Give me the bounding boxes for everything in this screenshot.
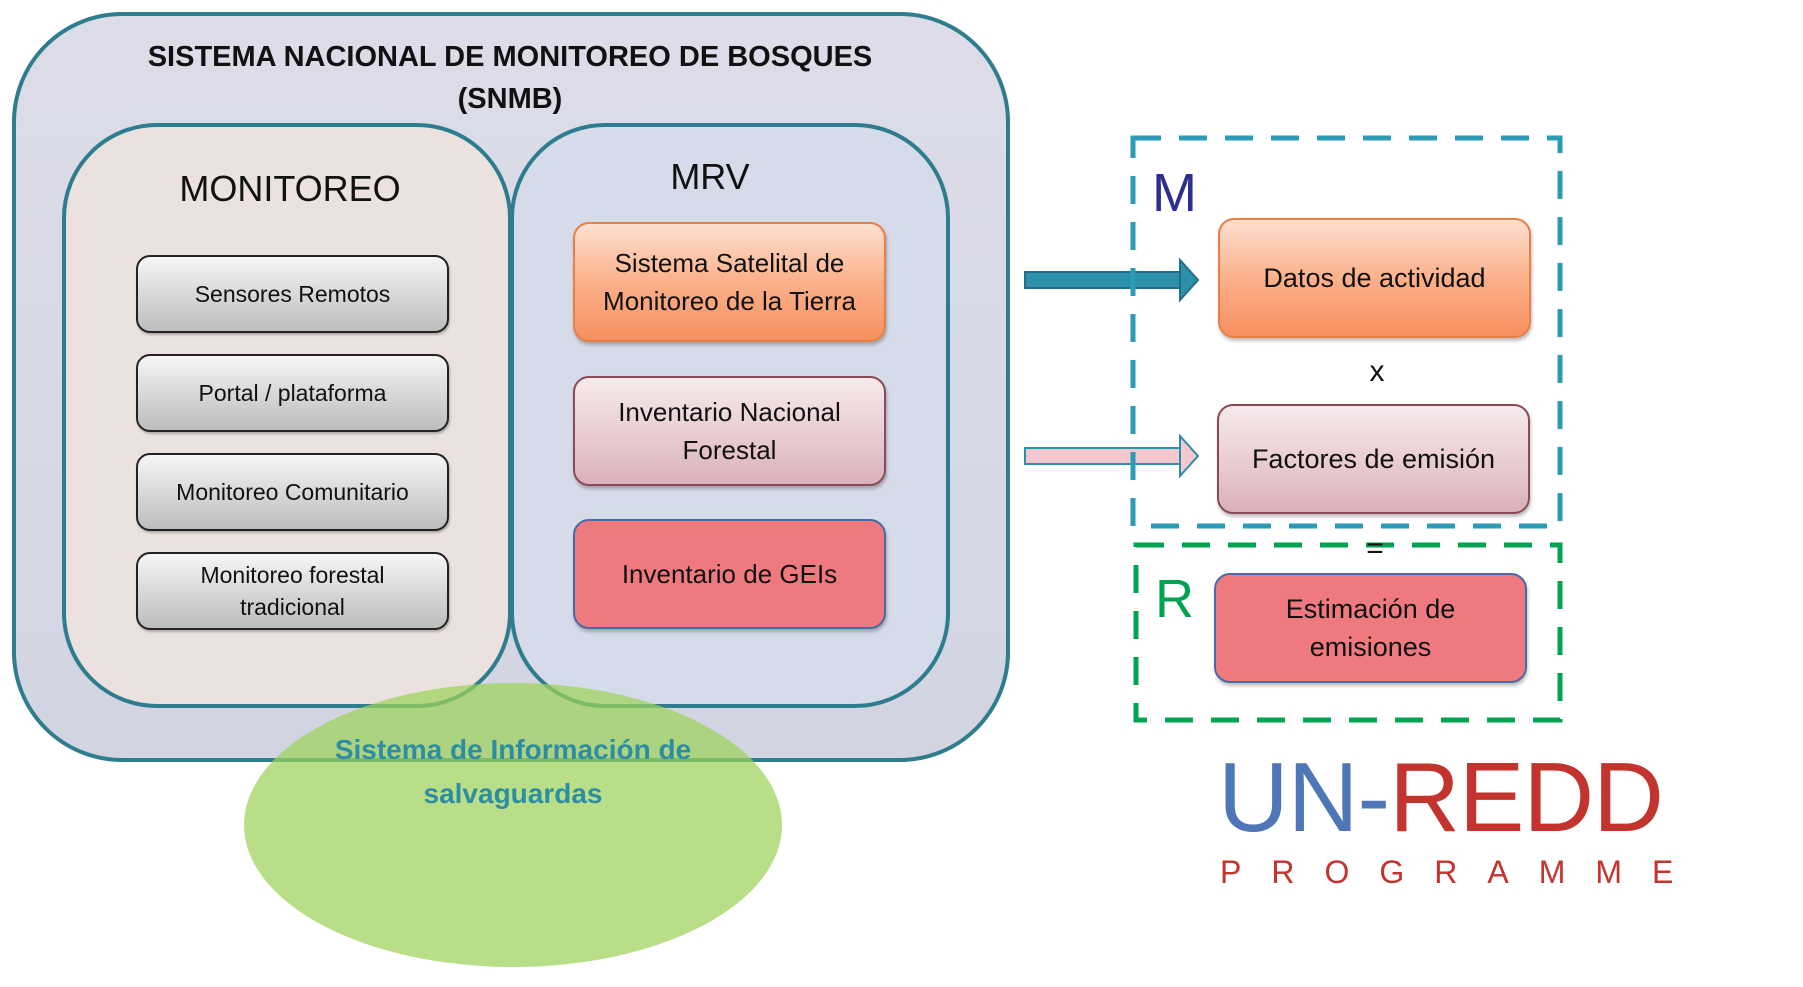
mrv-item-inventario-forestal: Inventario Nacional Forestal [573, 376, 886, 486]
mrv-title: MRV [670, 156, 750, 197]
snmb-title: SISTEMA NACIONAL DE MONITOREO DE BOSQUES… [60, 36, 960, 120]
times-operator: x [1369, 355, 1385, 388]
activity-data-box: Datos de actividad [1218, 218, 1531, 338]
emission-factors-box: Factores de emisión [1217, 404, 1530, 514]
logo-un-redd-text: UN-REDD [1218, 742, 1664, 852]
snmb-title-line1: SISTEMA NACIONAL DE MONITOREO DE BOSQUES [147, 41, 873, 73]
logo-redd: REDD [1389, 742, 1664, 852]
logo-un: UN- [1218, 742, 1390, 852]
snmb-title-line2: (SNMB) [457, 83, 563, 115]
r-letter: R [1155, 569, 1194, 629]
r-dashed-box [1133, 542, 1563, 723]
logo-programme: PROGRAMME [1220, 854, 1704, 890]
salvaguardas-label: Sistema de Información de salvaguardas [334, 734, 692, 809]
arrow-activity [1024, 257, 1200, 303]
mrv-item-inventario-geis: Inventario de GEIs [573, 519, 886, 629]
mrv-item-satelital: Sistema Satelital de Monitoreo de la Tie… [573, 222, 886, 342]
equals-operator: = [1366, 532, 1384, 565]
m-letter: M [1152, 163, 1197, 223]
salvaguardas-ellipse [244, 683, 782, 967]
arrow-emission [1024, 433, 1200, 479]
m-dashed-box [1130, 135, 1563, 529]
monitoreo-title: MONITOREO [179, 168, 401, 209]
monitoreo-item-forestal-tradicional: Monitoreo forestal tradicional [136, 552, 449, 630]
monitoreo-item-portal: Portal / plataforma [136, 354, 449, 432]
emission-estimate-box: Estimación de emisiones [1214, 573, 1527, 683]
monitoreo-item-sensores: Sensores Remotos [136, 255, 449, 333]
monitoreo-item-comunitario: Monitoreo Comunitario [136, 453, 449, 531]
